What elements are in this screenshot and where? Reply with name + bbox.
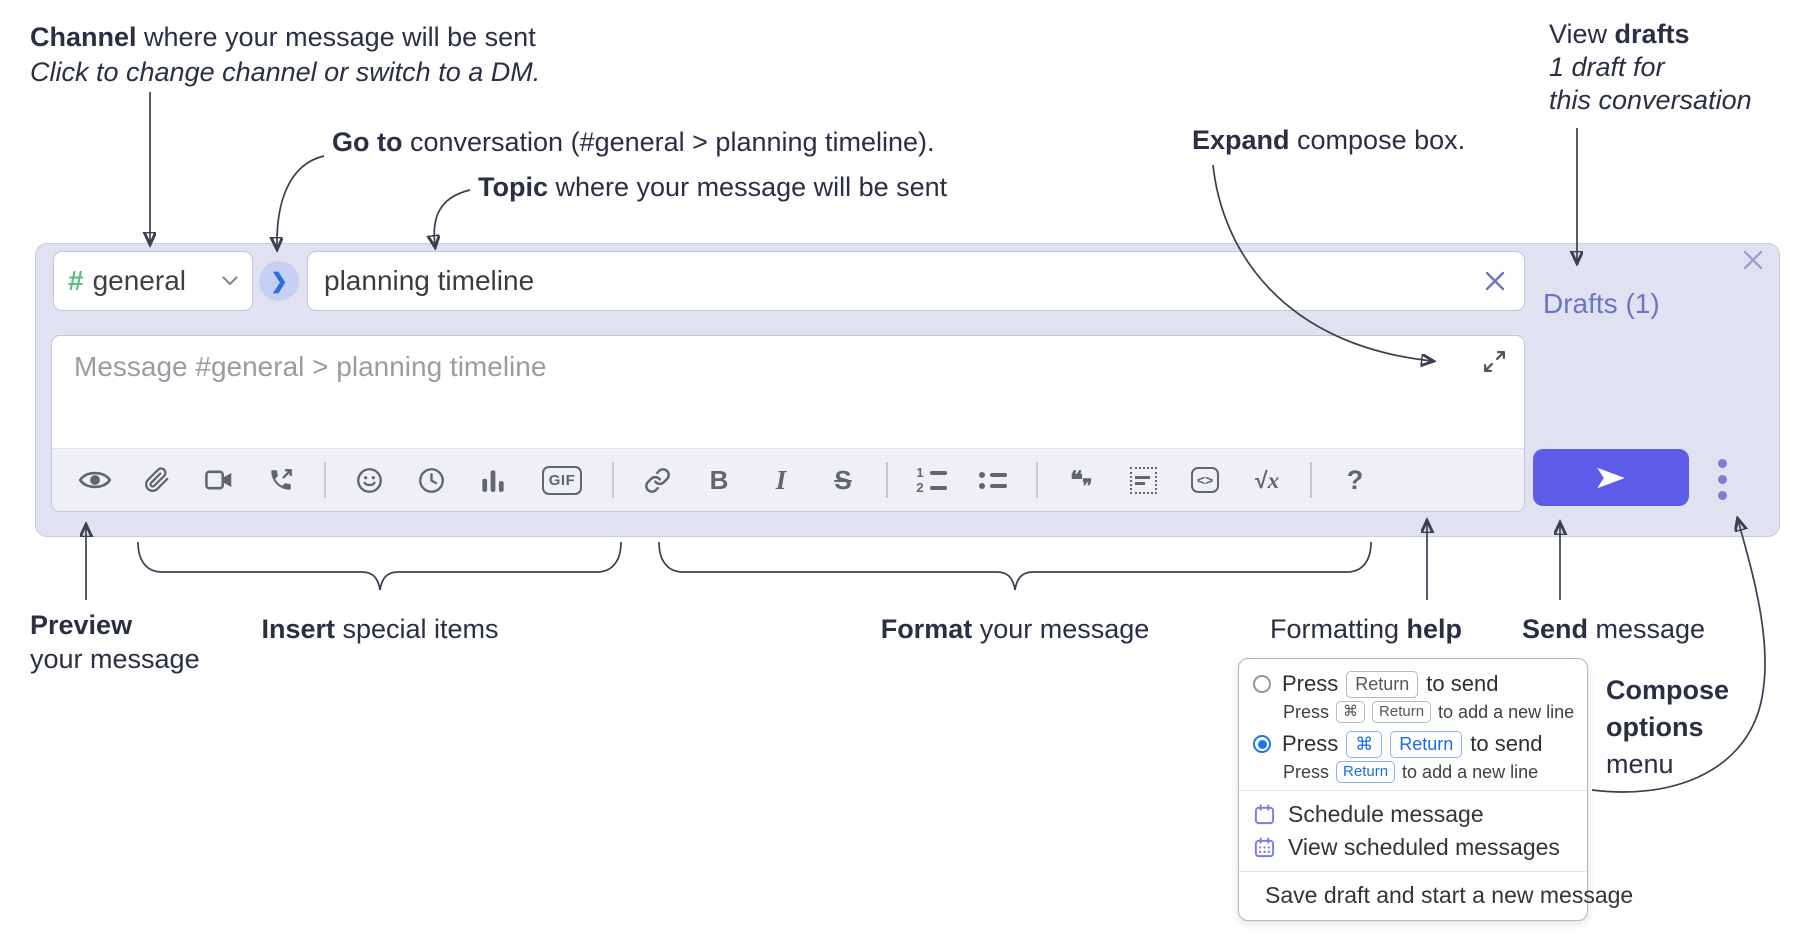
bar-chart-icon (482, 470, 504, 492)
compose-box: # general ❯ planning timeline Drafts (1)… (35, 243, 1780, 537)
time-button[interactable] (412, 460, 450, 500)
calendar-icon (1254, 804, 1275, 825)
link-button[interactable] (638, 460, 676, 500)
option-cmd-return-subtext: Press Return to add a new line (1283, 761, 1539, 783)
poll-button[interactable] (474, 460, 512, 500)
smiley-icon (356, 467, 382, 493)
option-return-to-send[interactable]: Press Return to send (1253, 669, 1573, 699)
compose-options-label: Compose options menu (1606, 675, 1730, 779)
link-icon (644, 467, 670, 493)
key-return: Return (1346, 670, 1419, 698)
key-cmd: ⌘ (1336, 701, 1366, 723)
chevron-right-icon: ❯ (270, 269, 288, 293)
topic-input[interactable]: planning timeline (307, 251, 1525, 311)
gif-icon: GIF (541, 465, 583, 495)
italic-button[interactable]: I (762, 460, 800, 500)
math-icon: √x (1254, 466, 1280, 493)
bold-icon: B (709, 464, 729, 495)
send-button[interactable] (1533, 449, 1689, 506)
clock-icon (418, 467, 444, 493)
quote-button[interactable]: ❝❞ (1062, 460, 1100, 500)
menu-divider (1239, 871, 1587, 872)
goto-annotation: Go to conversation (#general > planning … (332, 127, 935, 157)
video-call-button[interactable] (200, 460, 238, 500)
expand-compose-icon[interactable] (1482, 349, 1507, 374)
formatting-help-button[interactable]: ? (1336, 460, 1374, 500)
italic-icon: I (775, 464, 787, 495)
channel-selector[interactable]: # general (53, 251, 253, 311)
toolbar-divider (612, 462, 614, 498)
channel-annotation: Channel where your message will be sent … (30, 22, 541, 87)
spoiler-icon (1129, 466, 1157, 494)
message-input[interactable]: Message #general > planning timeline (51, 335, 1525, 512)
menu-item-schedule-message[interactable]: Schedule message (1253, 798, 1573, 831)
code-button[interactable]: <> (1186, 460, 1224, 500)
strikethrough-icon: S (834, 464, 852, 495)
spoiler-button[interactable] (1124, 460, 1162, 500)
toolbar-divider (1310, 462, 1312, 498)
radio-unselected-icon[interactable] (1253, 675, 1271, 693)
numbered-list-icon: 1 2 (916, 466, 947, 494)
view-drafts-annotation: View drafts 1 draft for this conversatio… (1549, 19, 1752, 115)
video-camera-icon (205, 470, 232, 490)
code-icon: <> (1190, 467, 1220, 493)
chevron-down-icon (222, 276, 238, 286)
compose-options-kebab-icon[interactable] (1716, 457, 1729, 502)
channel-hash-icon: # (68, 265, 84, 296)
question-mark-icon: ? (1346, 464, 1364, 495)
emoji-button[interactable] (350, 460, 388, 500)
compose-toolbar: GIF B I S (52, 448, 1524, 511)
drafts-link[interactable]: Drafts (1) (1543, 288, 1660, 319)
key-return: Return (1390, 730, 1463, 758)
bold-button[interactable]: B (700, 460, 738, 500)
go-to-conversation-button[interactable]: ❯ (259, 261, 299, 301)
phone-call-icon (271, 469, 292, 490)
gif-button[interactable]: GIF (536, 460, 588, 500)
toolbar-divider (1036, 462, 1038, 498)
numbered-list-button[interactable]: 1 2 (912, 460, 950, 500)
bulleted-list-icon (979, 471, 1007, 489)
radio-selected-icon[interactable] (1253, 735, 1271, 753)
menu-divider (1239, 790, 1587, 791)
toolbar-divider (324, 462, 326, 498)
topic-value: planning timeline (324, 265, 535, 296)
toolbar-divider (886, 462, 888, 498)
eye-icon (79, 471, 111, 489)
paperclip-icon (145, 467, 169, 492)
message-placeholder: Message #general > planning timeline (74, 351, 547, 382)
send-message-label: Send message (1522, 614, 1706, 644)
channel-annotation-bold: Channel (30, 22, 137, 52)
quote-icon: ❝❞ (1070, 466, 1092, 497)
calendar-grid-icon (1254, 837, 1275, 858)
preview-button[interactable] (76, 460, 114, 500)
topic-annotation: Topic where your message will be sent (478, 172, 948, 202)
menu-item-view-scheduled-messages[interactable]: View scheduled messages (1253, 831, 1573, 864)
formatting-help-label: Formatting help (1270, 614, 1463, 644)
key-return: Return (1372, 701, 1432, 723)
math-button[interactable]: √x (1248, 460, 1286, 500)
compose-options-menu: Press Return to send Press ⌘ Return to a… (1238, 658, 1633, 921)
insert-label: Insert special items (261, 614, 499, 644)
option-return-subtext: Press ⌘ Return to add a new line (1283, 701, 1575, 723)
clear-topic-icon[interactable] (1482, 268, 1508, 294)
option-cmd-return-to-send[interactable]: Press ⌘ Return to send (1253, 729, 1573, 759)
key-return: Return (1336, 761, 1396, 783)
preview-label: Preview your message (30, 610, 200, 674)
channel-name: general (92, 265, 186, 296)
menu-item-save-draft-new-message[interactable]: Save draft and start a new message (1253, 879, 1633, 912)
expand-annotation: Expand compose box. (1192, 125, 1466, 155)
key-cmd: ⌘ (1346, 730, 1383, 758)
bulleted-list-button[interactable] (974, 460, 1012, 500)
close-compose-icon[interactable] (1739, 246, 1767, 274)
send-plane-icon (1597, 467, 1625, 488)
strikethrough-button[interactable]: S (824, 460, 862, 500)
attach-file-button[interactable] (138, 460, 176, 500)
voice-call-button[interactable] (262, 460, 300, 500)
format-label: Format your message (880, 614, 1150, 644)
